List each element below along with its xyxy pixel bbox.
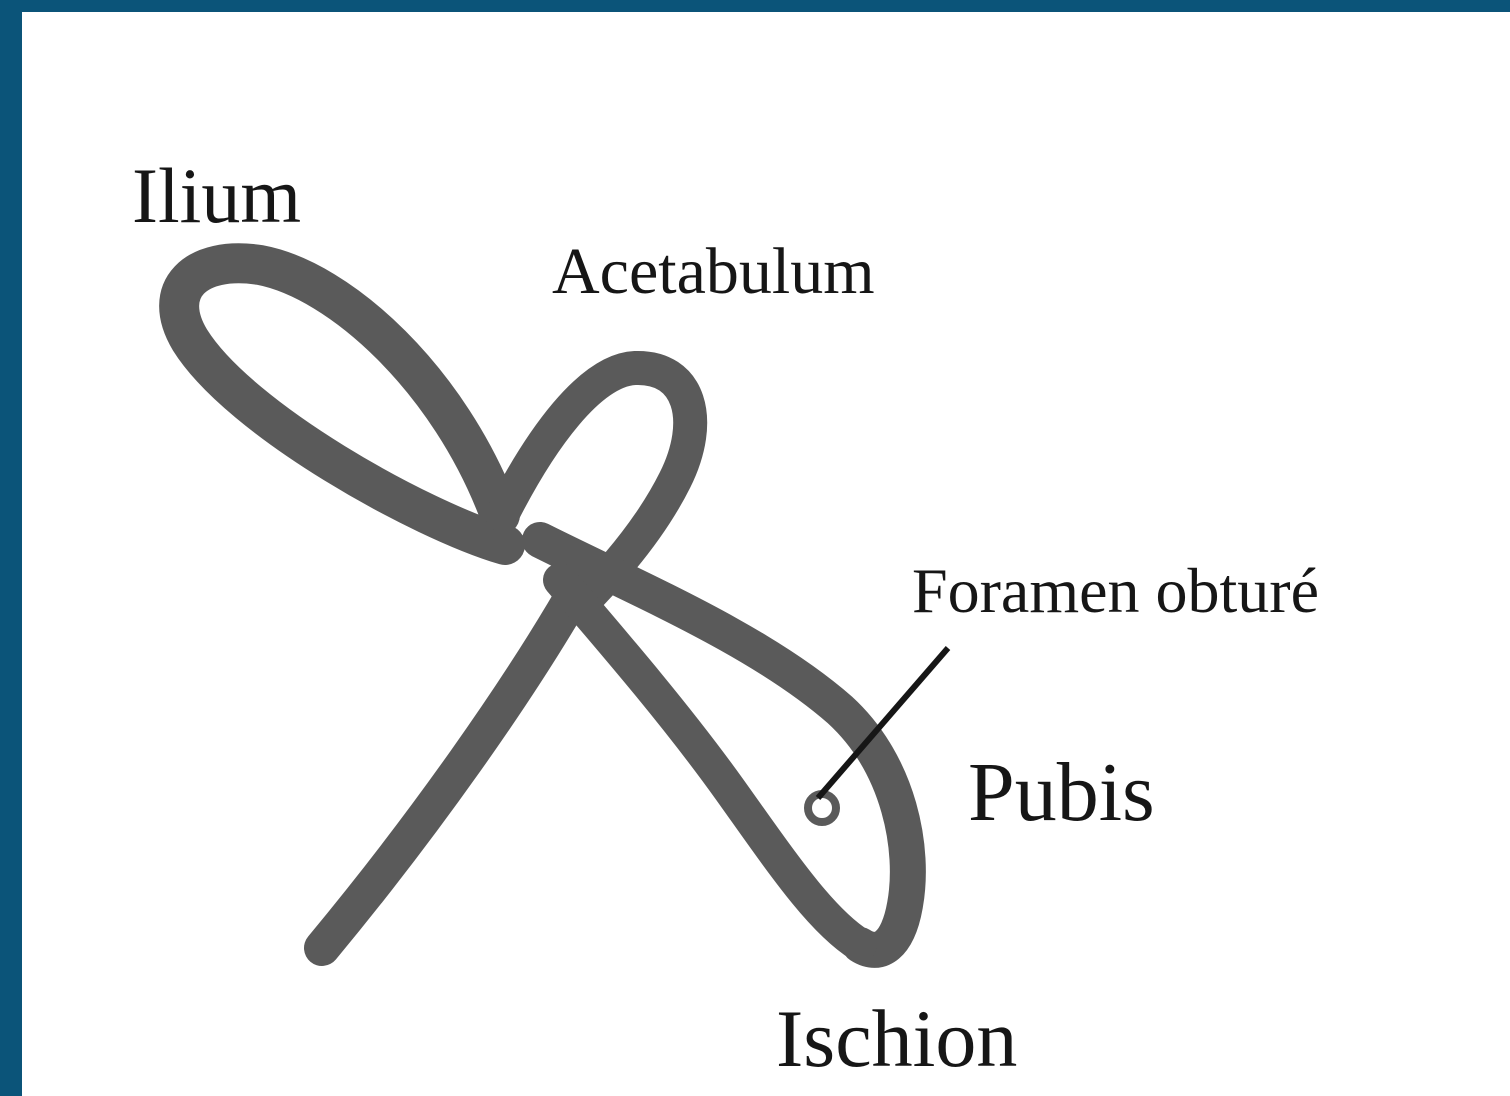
label-acetabulum: Acetabulum [552,235,875,308]
obturator-foramen-marker [808,794,836,822]
descending-band [322,580,582,948]
label-ilium: Ilium [132,152,301,239]
ilium-loop [179,263,505,545]
hip-bone-ribbon [179,263,908,950]
label-foramen: Foramen obturé [912,555,1319,626]
label-ischion: Ischion [776,993,1017,1084]
label-pubis: Pubis [968,746,1155,839]
